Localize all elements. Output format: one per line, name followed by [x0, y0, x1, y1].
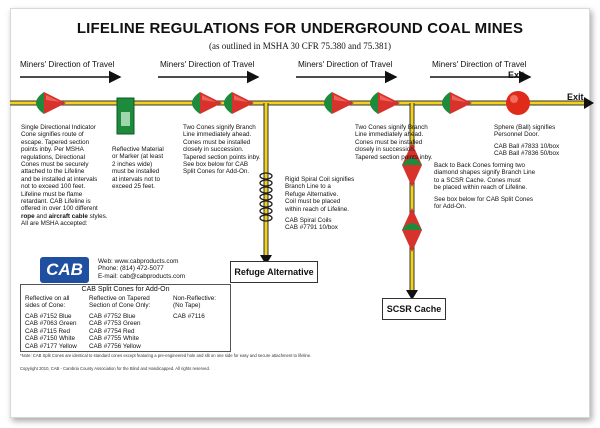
- branch-cone-1b: [224, 92, 254, 114]
- split-cones-heading: CAB Split Cones for Add-On: [81, 286, 170, 293]
- refuge-alternative-box: Refuge Alternative: [230, 261, 318, 283]
- spiral-coil: [259, 172, 273, 222]
- footnote: *Note: CAB Split Cones are identical to …: [20, 353, 312, 358]
- branch-cone-2a: [370, 92, 400, 114]
- scsr-cache-box: SCSR Cache: [382, 298, 446, 320]
- exit-label-main: Exit: [567, 92, 584, 102]
- split-cones-box: CAB Split Cones for Add-On Reflective on…: [20, 284, 231, 352]
- direction-label-4: Miners' Direction of Travel: [432, 60, 527, 69]
- copyright: Copyright 2010, CAB - Cambria County Ass…: [20, 366, 210, 371]
- cab-logo: CAB: [40, 257, 89, 283]
- page-title: LIFELINE REGULATIONS FOR UNDERGROUND COA…: [76, 20, 524, 37]
- direction-label-3: Miners' Direction of Travel: [298, 60, 393, 69]
- sphere-ball: [506, 91, 530, 115]
- branch-cone-1a: [192, 92, 222, 114]
- reflective-marker: [116, 97, 135, 135]
- directional-cone-1: [36, 92, 66, 114]
- split-col3-list: CAB #7116: [173, 313, 205, 320]
- directional-cone-3: [442, 92, 472, 114]
- directional-cone-2: [324, 92, 354, 114]
- diamond-cone-2-bottom: [402, 223, 422, 252]
- exit-label-top: Exit: [508, 70, 525, 80]
- split-col3-heading: Non-Reflective:(No Tape): [173, 295, 217, 310]
- exit-arrowhead: [584, 97, 594, 109]
- diamond-cone-1-bottom: [402, 158, 422, 187]
- direction-label-2: Miners' Direction of Travel: [160, 60, 255, 69]
- direction-label-1: Miners' Direction of Travel: [20, 60, 115, 69]
- page-subtitle: (as outlined in MSHA 30 CFR 75.380 and 7…: [208, 41, 391, 51]
